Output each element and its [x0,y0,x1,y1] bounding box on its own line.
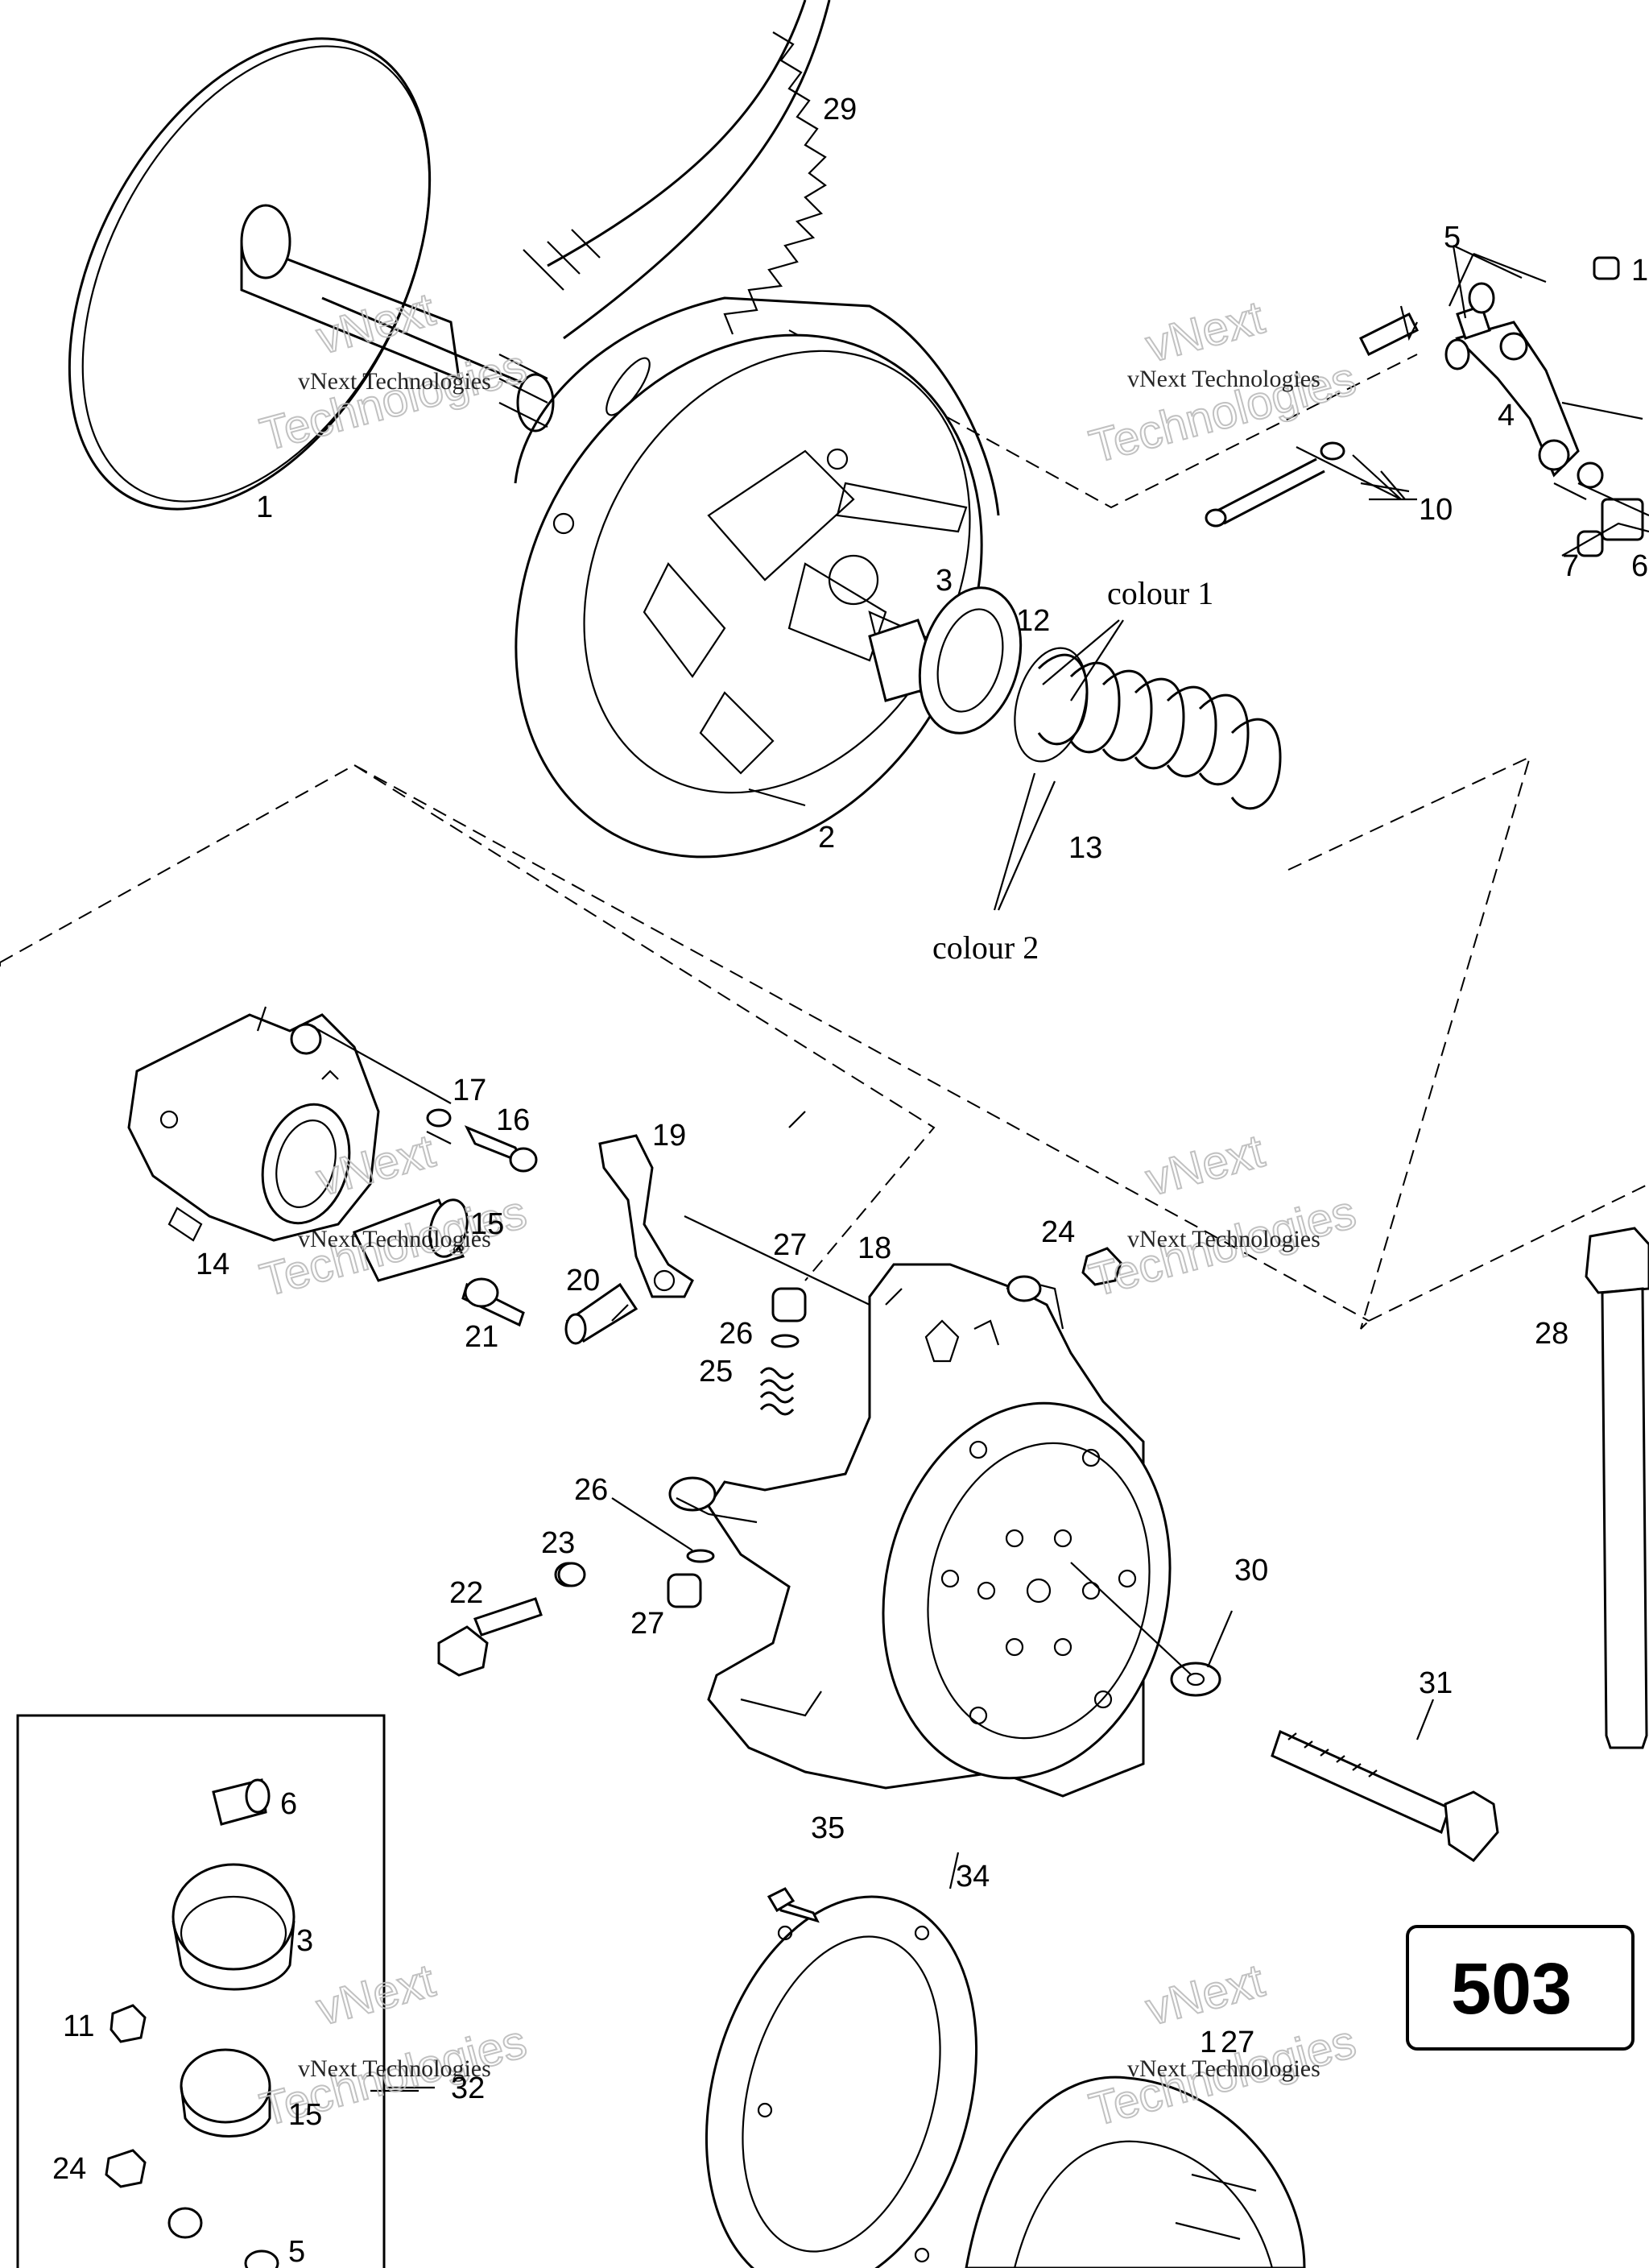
svg-text:vNext: vNext [312,1954,440,2035]
kit-label-11: 11 [63,2009,94,2043]
label-part-28: 28 [1535,1317,1568,1351]
label-part-7: 7 [1562,549,1579,583]
cam-arm-assembly [1205,252,1649,557]
fixed-sheave [68,37,555,511]
kit-box [16,1714,386,2268]
label-part-27b: 27 [630,1607,664,1641]
label-part-1: 1 [256,490,273,524]
label-part-29: 29 [823,93,857,126]
label-part-2: 2 [818,821,835,855]
kit-label-24: 24 [52,2152,86,2186]
label-part-24: 24 [1041,1215,1075,1249]
kit-label-3: 3 [296,1924,313,1958]
svg-text:vNext Technologies: vNext Technologies [1127,1226,1320,1252]
fasteners [437,1227,1649,1862]
label-part-17: 17 [453,1074,486,1107]
label-part-27c: 27 [1221,2026,1254,2059]
svg-text:vNext: vNext [1141,1954,1270,2035]
label-part-16: 16 [496,1103,530,1137]
label-part-12: 12 [1016,604,1050,638]
label-part-25: 25 [699,1355,733,1389]
label-part-27a: 27 [773,1228,807,1262]
label-part-23: 23 [541,1526,575,1560]
label-part-1b: 1 [1200,2026,1217,2059]
kit-label-32: 32 [451,2071,485,2105]
label-part-5: 5 [1444,221,1461,255]
svg-text:vNext Technologies: vNext Technologies [1127,366,1320,392]
label-part-15: 15 [470,1207,504,1241]
label-part-22: 22 [449,1576,483,1610]
label-part-14: 14 [196,1248,229,1281]
kit-labels: 6 3 11 15 24 5 32 [52,1787,485,2268]
spring-assembly [868,586,1282,911]
cam-arm-holder [127,1006,452,1242]
svg-text:vNext Technologies: vNext Technologies [1127,2055,1320,2082]
label-part-26a: 26 [719,1317,753,1351]
label-part-4: 4 [1498,399,1515,432]
kit-label-5: 5 [288,2235,305,2268]
label-part-19: 19 [652,1119,686,1153]
svg-text:vNext: vNext [1141,291,1270,372]
small-parts [352,1108,639,1345]
spider-hub [668,1263,1172,1798]
label-part-30: 30 [1234,1554,1268,1587]
callout-colour-2: colour 2 [932,929,1039,966]
label-part-34: 34 [956,1860,990,1893]
label-part-35: 35 [811,1811,845,1845]
label-part-21: 21 [465,1320,498,1354]
label-part-18: 18 [858,1231,891,1265]
label-part-11-partial: 1 [1631,254,1648,288]
svg-text:vNext Technologies: vNext Technologies [298,368,491,395]
leader-lines [370,245,1587,2092]
svg-text:vNext Technologies: vNext Technologies [298,1226,491,1252]
svg-text:vNext: vNext [1141,1124,1270,1206]
svg-text:vNext Technologies: vNext Technologies [298,2055,491,2082]
label-part-26b: 26 [574,1473,608,1507]
lower-parts [705,1852,1306,2268]
kit-label-15: 15 [288,2098,322,2132]
page-number: 503 [1451,1949,1572,2030]
part-labels: 1 29 5 1 4 10 7 6 3 12 colour 1 2 13 col… [196,93,1648,2059]
label-part-3: 3 [936,564,953,598]
page-number-box: 503 [1406,1925,1635,2051]
label-part-6-partial: 6 [1631,549,1648,583]
kit-label-6: 6 [280,1787,297,1821]
label-part-13: 13 [1068,831,1102,865]
label-part-31: 31 [1419,1666,1453,1700]
drive-belt [523,0,831,340]
label-part-10: 10 [1419,493,1453,527]
callout-colour-1: colour 1 [1107,575,1213,611]
label-part-20: 20 [566,1264,600,1297]
